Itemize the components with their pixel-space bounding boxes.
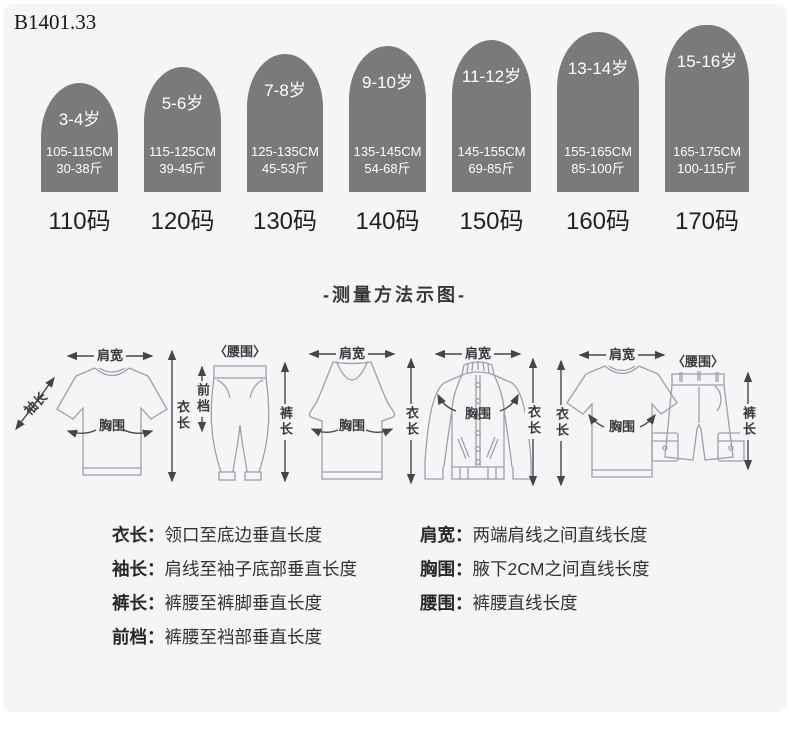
definition-term: 前档：	[112, 627, 165, 647]
tshirt2-drawing	[566, 365, 678, 478]
height-range: 125-135CM	[251, 144, 319, 159]
tshirt-drawing	[56, 367, 168, 476]
garment-length-label: 衣长	[175, 400, 190, 432]
definition-term: 袖长：	[112, 559, 165, 579]
front-rise-label: 前档	[194, 381, 210, 417]
size-badge: 13-14岁 155-165CM 85-100斤	[557, 32, 639, 192]
chest-label: 胸围	[98, 418, 126, 433]
chest-label: 胸围	[338, 418, 366, 433]
size-code-label: 110码	[48, 208, 111, 235]
size-column: 15-16岁 165-175CM 100-115斤 170码	[665, 25, 749, 236]
definition-row: 胸围： 腋下2CM之间直线长度	[420, 558, 649, 580]
waist-label: 〈腰围〉	[671, 354, 725, 369]
size-column: 3-4岁 105-115CM 30-38斤 110码	[41, 83, 118, 236]
weight-range: 30-38斤	[56, 161, 103, 176]
shoulder-width-label: 肩宽	[96, 348, 124, 363]
weight-range: 69-85斤	[468, 161, 515, 176]
size-code-label: 120码	[150, 208, 215, 235]
height-weight-label: 145-155CM 69-85斤	[446, 143, 537, 177]
age-range-label: 9-10岁	[361, 73, 414, 92]
size-column: 11-12岁 145-155CM 69-85斤 150码	[452, 40, 531, 236]
tank-top-drawing	[308, 361, 396, 480]
height-range: 165-175CM	[673, 144, 741, 159]
size-badge: 9-10岁 135-145CM 54-68斤	[349, 46, 426, 192]
age-range-label: 5-6岁	[161, 94, 204, 113]
age-range-label: 11-12岁	[461, 67, 522, 86]
shoulder-width-label: 肩宽	[464, 346, 492, 361]
height-weight-label: 115-125CM 39-45斤	[138, 143, 227, 177]
chest-label: 胸围	[608, 419, 636, 434]
definition-term: 胸围：	[420, 559, 473, 579]
definitions-left-column: 衣长： 领口至底边垂直长度 袖长： 肩线至袖子底部垂直长度 裤长： 裤腰至裤脚垂…	[112, 524, 357, 660]
size-column: 13-14岁 155-165CM 85-100斤 160码	[557, 32, 639, 236]
size-code-label: 150码	[459, 208, 524, 235]
definition-term: 肩宽：	[420, 525, 473, 545]
height-range: 145-155CM	[457, 144, 526, 159]
weight-range: 100-115斤	[677, 161, 737, 176]
definitions-right-column: 肩宽： 两端肩线之间直线长度 胸围： 腋下2CM之间直线长度 腰围： 裤腰直线长…	[420, 524, 649, 626]
chest-label: 胸围	[464, 406, 492, 421]
size-code-label: 130码	[252, 208, 318, 235]
size-chart: 3-4岁 105-115CM 30-38斤 110码 5-6岁 115-125C…	[0, 25, 790, 236]
garment-length-label: 衣长	[525, 403, 541, 439]
definition-description: 两端肩线之间直线长度	[472, 525, 648, 545]
height-weight-label: 125-135CM 45-53斤	[241, 143, 329, 177]
weight-range: 85-100斤	[571, 161, 625, 176]
measure-method-title: -测量方法示图-	[323, 285, 467, 305]
height-weight-label: 155-165CM 85-100斤	[551, 143, 645, 177]
definition-row: 衣长： 领口至底边垂直长度	[112, 524, 357, 546]
garment-length-label: 衣长	[403, 404, 419, 440]
definition-row: 腰围： 裤腰直线长度	[420, 592, 649, 614]
age-range-label: 13-14岁	[567, 59, 629, 78]
shoulder-width-label: 肩宽	[608, 347, 636, 362]
definition-description: 领口至底边垂直长度	[164, 525, 323, 545]
age-range-label: 15-16岁	[676, 52, 738, 71]
garment-length-label: 衣长	[553, 405, 569, 441]
shoulder-width-label: 肩宽	[338, 346, 366, 361]
weight-range: 54-68斤	[364, 161, 411, 176]
definition-description: 裤腰至裆部垂直长度	[164, 627, 323, 647]
definition-description: 裤腰直线长度	[472, 593, 578, 613]
definition-term: 裤长：	[112, 593, 165, 613]
weight-range: 39-45斤	[159, 161, 206, 176]
measure-diagrams: 肩宽 袖长 胸围 衣长 〈腰围〉 前档 裤长 肩宽 胸围 衣长 肩宽 胸围 衣长…	[0, 335, 790, 510]
size-badge: 5-6岁 115-125CM 39-45斤	[144, 67, 221, 192]
definition-term: 衣长：	[112, 525, 165, 545]
height-weight-label: 165-175CM 100-115斤	[659, 143, 755, 177]
definition-description: 肩线至袖子底部垂直长度	[164, 559, 358, 579]
product-code: B1401.33	[14, 10, 97, 34]
height-weight-label: 135-145CM 54-68斤	[343, 143, 432, 177]
height-range: 105-115CM	[46, 144, 113, 159]
definition-description: 腋下2CM之间直线长度	[472, 559, 650, 579]
height-weight-label: 105-115CM 30-38斤	[35, 143, 124, 177]
weight-range: 45-53斤	[261, 161, 309, 176]
definition-row: 袖长： 肩线至袖子底部垂直长度	[112, 558, 357, 580]
size-badge: 11-12岁 145-155CM 69-85斤	[452, 40, 531, 192]
height-range: 115-125CM	[149, 144, 216, 159]
height-range: 155-165CM	[564, 144, 632, 159]
size-column: 5-6岁 115-125CM 39-45斤 120码	[144, 67, 221, 236]
size-code-label: 170码	[674, 208, 740, 235]
definition-row: 肩宽： 两端肩线之间直线长度	[420, 524, 649, 546]
definition-description: 裤腰至裤脚垂直长度	[164, 593, 323, 613]
height-range: 135-145CM	[353, 144, 422, 159]
definition-row: 裤长： 裤腰至裤脚垂直长度	[112, 592, 357, 614]
waist-label: 〈腰围〉	[213, 344, 267, 359]
size-code-label: 140码	[355, 208, 420, 235]
size-badge: 15-16岁 165-175CM 100-115斤	[665, 25, 749, 192]
definition-row: 前档： 裤腰至裆部垂直长度	[112, 626, 357, 648]
age-range-label: 7-8岁	[264, 81, 306, 100]
pants-drawing	[210, 365, 270, 481]
shorts-drawing	[651, 371, 745, 462]
pants-length-label: 裤长	[740, 404, 756, 440]
pants-length-label: 裤长	[277, 404, 293, 440]
size-column: 7-8岁 125-135CM 45-53斤 130码	[247, 54, 323, 236]
size-badge: 7-8岁 125-135CM 45-53斤	[247, 54, 323, 192]
size-badge: 3-4岁 105-115CM 30-38斤	[41, 83, 118, 192]
size-column: 9-10岁 135-145CM 54-68斤 140码	[349, 46, 426, 236]
age-range-label: 3-4岁	[58, 110, 101, 129]
size-code-label: 160码	[565, 208, 631, 235]
definition-term: 腰围：	[420, 593, 473, 613]
